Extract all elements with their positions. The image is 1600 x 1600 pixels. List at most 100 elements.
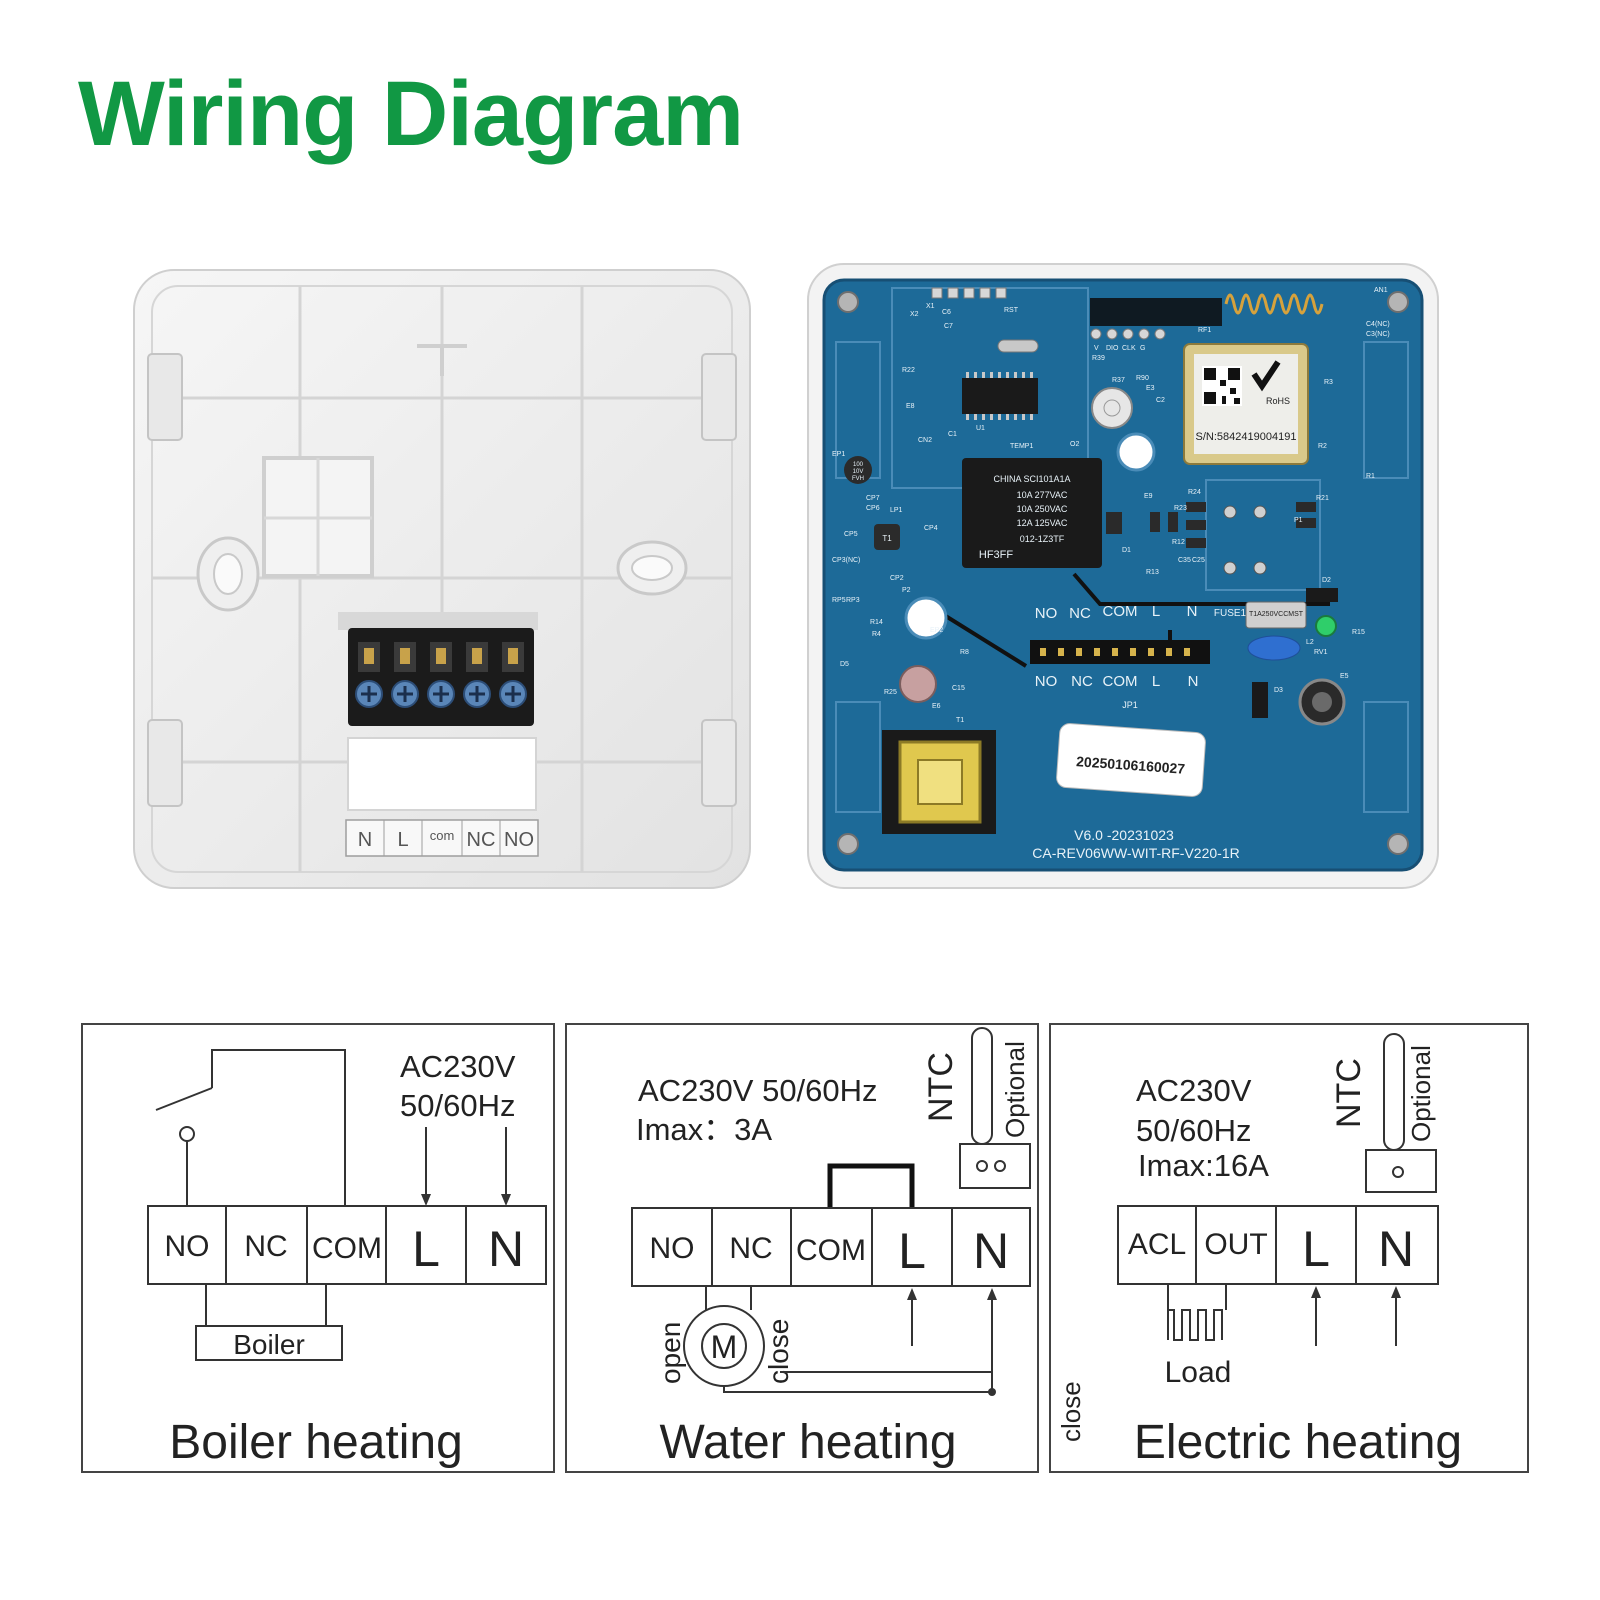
terminal-n: N (973, 1223, 1009, 1279)
svg-text:R24: R24 (1188, 489, 1201, 496)
terminal-no: NO (650, 1232, 695, 1265)
terminal-label-n: N (358, 829, 372, 851)
svg-text:G: G (1140, 345, 1145, 352)
svg-text:R12: R12 (1172, 539, 1185, 546)
svg-text:RP5: RP5 (832, 597, 846, 604)
svg-text:JP1: JP1 (1122, 700, 1138, 710)
svg-text:RV1: RV1 (1314, 649, 1328, 656)
svg-text:CN2: CN2 (918, 437, 932, 444)
svg-text:NC: NC (1071, 673, 1093, 690)
electrolytic-capacitors (899, 387, 1346, 726)
svg-text:EP2: EP2 (930, 627, 943, 634)
svg-text:U1: U1 (976, 425, 985, 432)
svg-text:FVH: FVH (852, 476, 864, 482)
svg-text:HF3FF: HF3FF (979, 549, 1014, 561)
svg-text:O2: O2 (1070, 441, 1079, 448)
motor-open-label: open (655, 1322, 686, 1384)
terminal-nc: NC (244, 1230, 287, 1263)
boiler-load-box (195, 1325, 343, 1361)
svg-text:10A 277VAC: 10A 277VAC (1017, 490, 1068, 500)
motor-close-label: close (763, 1319, 794, 1384)
terminal-no: NO (165, 1230, 210, 1263)
svg-text:CP3(NC): CP3(NC) (832, 557, 860, 564)
svg-text:CP5: CP5 (844, 531, 858, 538)
svg-text:D1: D1 (1122, 547, 1131, 554)
serial-sticker: 20250106160027 (1056, 723, 1206, 797)
supply-frequency: 50/60Hz (400, 1088, 515, 1123)
svg-text:10A 250VAC: 10A 250VAC (1017, 504, 1068, 514)
svg-text:R8: R8 (960, 649, 969, 656)
terminal-row: NO NC COM L N (631, 1207, 1031, 1287)
svg-text:R1: R1 (1366, 473, 1375, 480)
svg-text:DIO: DIO (1106, 345, 1119, 352)
svg-text:CP4: CP4 (924, 525, 938, 532)
svg-text:C25: C25 (1192, 557, 1205, 564)
pcb-silkscreen-labels: X1 C6 C7 X2 RST RF1 V DIO CLK G R3 R39 R… (832, 287, 1390, 724)
svg-text:RST: RST (1004, 307, 1019, 314)
supply-voltage: AC230V 50/60Hz (638, 1073, 878, 1108)
svg-text:AN1: AN1 (1374, 287, 1388, 294)
pcb-terminal-labels-top: NO NC COM L N (1035, 603, 1198, 622)
pcb-mounting-screws (837, 291, 1409, 855)
status-led (1315, 615, 1337, 637)
svg-text:R15: R15 (1352, 629, 1365, 636)
svg-text:N: N (1187, 603, 1198, 620)
svg-text:NC: NC (1069, 605, 1091, 622)
svg-text:COM: COM (1103, 603, 1138, 620)
qr-code (1202, 366, 1242, 406)
svg-text:RP3: RP3 (846, 597, 860, 604)
terminal-l: L (1302, 1221, 1330, 1277)
svg-text:X1: X1 (926, 303, 935, 310)
svg-text:C3(NC): C3(NC) (1366, 331, 1390, 338)
svg-text:CLK: CLK (1122, 345, 1136, 352)
terminal-label-no: NO (504, 829, 534, 851)
terminal-com: COM (796, 1234, 866, 1267)
module-serial: S/N:5842419004191 (1196, 431, 1297, 443)
rohs-mark: RoHS (1266, 396, 1290, 406)
thermostat-back-plate: N L com NC NO (133, 269, 751, 889)
svg-text:CHINA SCI101A1A: CHINA SCI101A1A (993, 474, 1070, 484)
com-l-bridge (827, 1163, 915, 1208)
panel-frame (1049, 1023, 1529, 1473)
svg-text:R4: R4 (872, 631, 881, 638)
supply-voltage: AC230V (400, 1049, 516, 1084)
varistor (1247, 635, 1301, 661)
inductor (874, 524, 900, 550)
terminal-block (338, 612, 538, 726)
boiler-label: Boiler (233, 1329, 305, 1360)
ntc-probe-icon (971, 1027, 993, 1145)
svg-text:C2: C2 (1156, 397, 1165, 404)
svg-text:C6: C6 (942, 309, 951, 316)
svg-text:R2: R2 (1318, 443, 1327, 450)
svg-text:NO: NO (1035, 673, 1058, 690)
terminal-nc: NC (729, 1232, 772, 1265)
svg-text:EP1: EP1 (832, 451, 845, 458)
terminal-label-strip: N L com NC NO (345, 819, 539, 857)
optional-label: Optional (1406, 1045, 1436, 1142)
diagram-caption: Electric heating (1134, 1416, 1462, 1469)
supply-current: Imax：3A (636, 1112, 772, 1147)
terminal-com: COM (312, 1232, 382, 1265)
svg-text:012-1Z3TF: 012-1Z3TF (1020, 534, 1065, 544)
svg-text:E3: E3 (1146, 385, 1155, 392)
ntc-label: NTC (922, 1052, 960, 1122)
svg-text:CP7: CP7 (866, 495, 880, 502)
svg-text:R37: R37 (1112, 377, 1125, 384)
svg-text:L: L (1152, 603, 1160, 620)
svg-text:V: V (1094, 345, 1099, 352)
panel-frame (81, 1023, 555, 1473)
terminal-row: NO NC COM L N (147, 1205, 547, 1285)
svg-text:E8: E8 (906, 403, 915, 410)
svg-text:R22: R22 (902, 367, 915, 374)
svg-text:R3: R3 (1324, 379, 1333, 386)
panel-frame (565, 1023, 1039, 1473)
svg-text:D2: D2 (1322, 577, 1331, 584)
diagram-caption: Water heating (659, 1416, 956, 1469)
pin-header-jp1 (1030, 640, 1210, 664)
svg-text:10V: 10V (853, 469, 864, 475)
terminal-label-nc: NC (467, 829, 496, 851)
svg-text:C35: C35 (1178, 557, 1191, 564)
svg-text:C4(NC): C4(NC) (1366, 321, 1390, 328)
ntc-terminal (959, 1143, 1031, 1189)
